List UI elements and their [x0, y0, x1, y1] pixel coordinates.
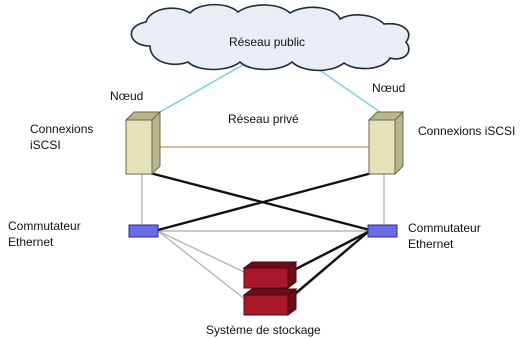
iscsi-left-label-line2: iSCSI [30, 138, 61, 152]
switch-right-icon [367, 224, 398, 238]
thin-link-left-switch-storage-top [157, 230, 247, 274]
switch-left-label-line2: Ethernet [8, 235, 54, 249]
switch-right-label: Commutateur Ethernet [408, 220, 481, 252]
iscsi-left-label: Connexions iSCSI [30, 121, 93, 153]
node-left-label: Nœud [110, 89, 144, 103]
switch-left-icon [128, 224, 159, 238]
public-network-cloud-icon [130, 3, 410, 72]
private-network-label: Réseau privé [228, 112, 299, 126]
switch-right-label-line2: Ethernet [408, 237, 454, 251]
iscsi-left-label-line1: Connexions [30, 122, 94, 136]
node-right-icon [367, 110, 405, 176]
node-left-icon [124, 110, 162, 176]
switch-left-label: Commutateur Ethernet [8, 218, 81, 250]
thick-link-left-node-right-switch [149, 171, 371, 232]
switch-left-label-line1: Commutateur [8, 219, 81, 233]
thick-link-right-switch-storage-top [289, 230, 369, 274]
thick-link-right-node-left-switch [157, 171, 373, 232]
storage-icon [242, 261, 298, 316]
public-network-label: Réseau public [229, 35, 306, 49]
public-link-left [159, 61, 249, 113]
node-right-label: Nœud [372, 81, 406, 95]
thick-link-right-switch-storage-bottom [289, 231, 369, 299]
switch-right-label-line1: Commutateur [408, 221, 481, 235]
storage-label: Système de stockage [206, 323, 321, 337]
iscsi-right-label: Connexions iSCSI [418, 124, 516, 138]
thin-link-left-switch-storage-bottom [157, 230, 247, 301]
